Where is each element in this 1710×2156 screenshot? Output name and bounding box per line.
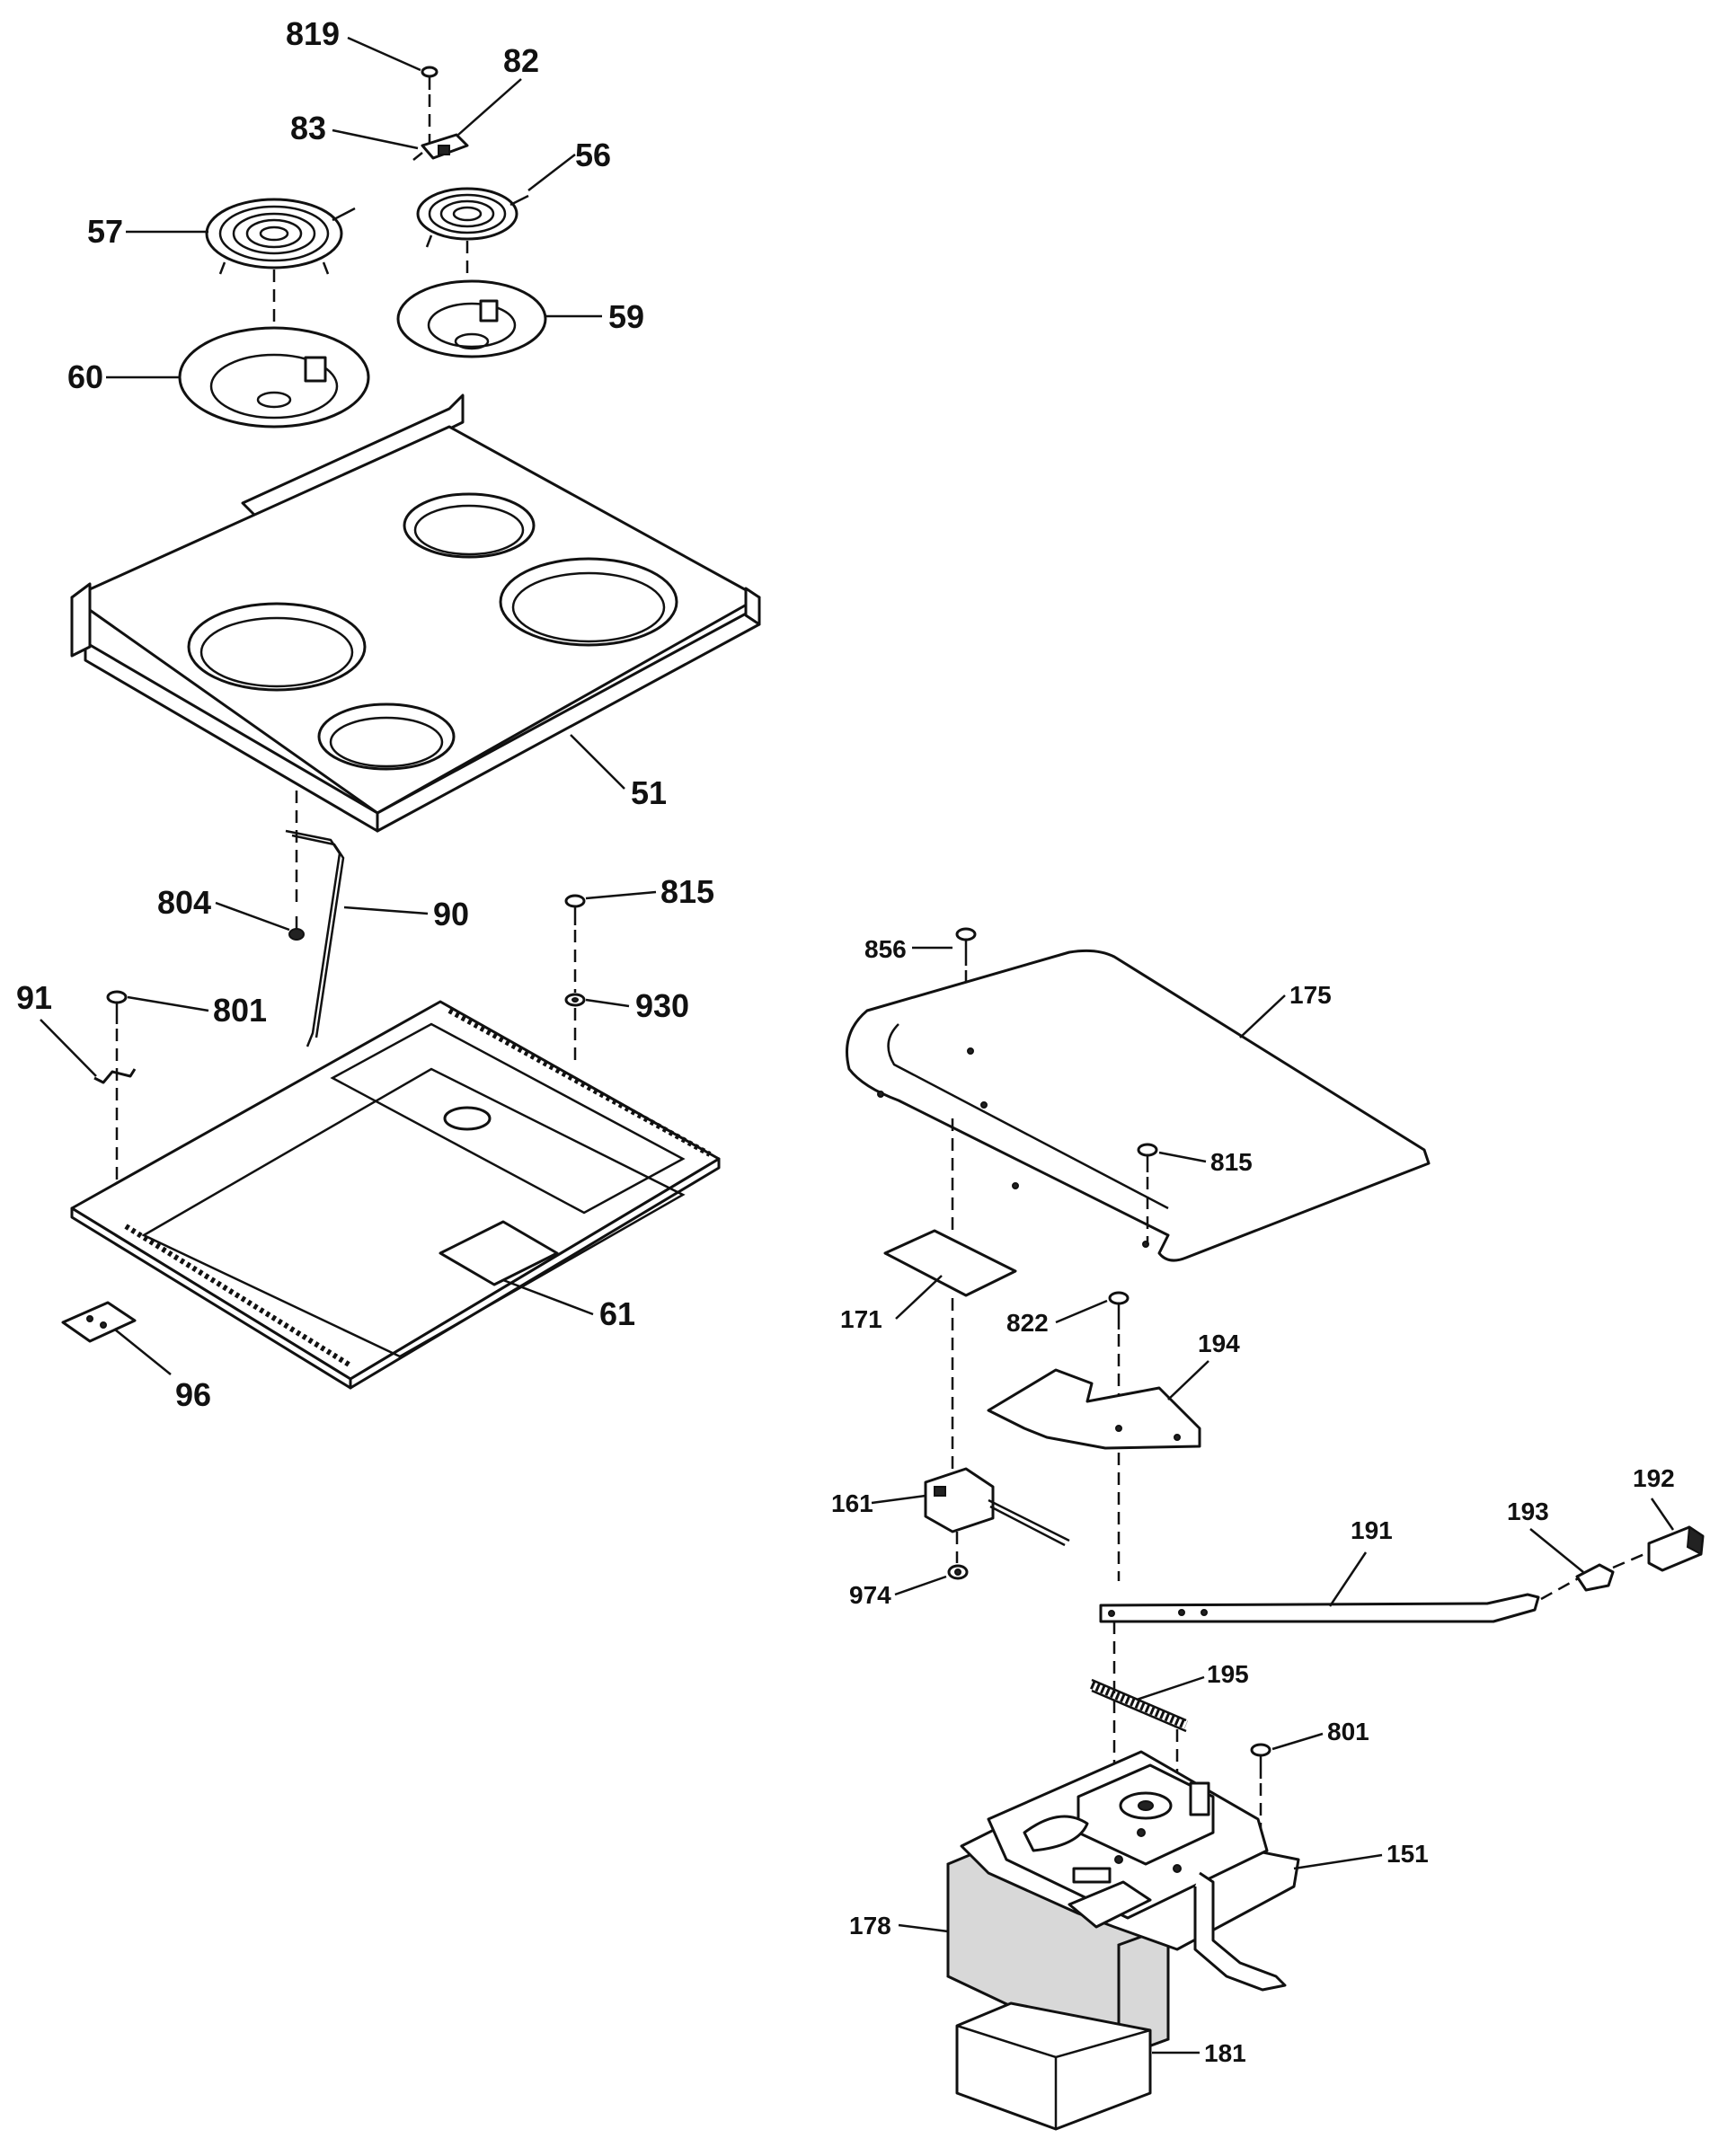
axis-193-192 (1612, 1552, 1645, 1569)
drip-pan-60 (178, 326, 370, 429)
screw-801-left (106, 990, 128, 1024)
label-90: 90 (433, 896, 469, 932)
screw-856 (955, 927, 977, 966)
label-60: 60 (67, 358, 103, 395)
screw-819 (421, 66, 439, 90)
label-819: 819 (286, 15, 340, 52)
switch-161 (924, 1467, 1070, 1547)
label-57: 57 (87, 213, 123, 250)
label-191: 191 (1351, 1516, 1393, 1544)
label-151: 151 (1387, 1840, 1429, 1868)
label-974: 974 (849, 1581, 891, 1609)
block-181 (955, 2001, 1152, 2131)
leader-lines (40, 36, 1675, 2054)
washer-930 (564, 993, 586, 1007)
terminal-block-82 (412, 133, 469, 161)
screw-801-right (1250, 1743, 1271, 1779)
screw-815-right (1137, 1143, 1158, 1172)
label-815-left: 815 (660, 873, 714, 910)
rod-90 (285, 829, 345, 1047)
surface-element-56 (416, 187, 529, 248)
label-82: 82 (503, 42, 539, 79)
label-822: 822 (1006, 1309, 1049, 1337)
clip-193 (1575, 1563, 1615, 1592)
label-815-right: 815 (1210, 1148, 1253, 1176)
label-51: 51 (631, 774, 667, 811)
lock-rod-191 (1099, 1593, 1540, 1623)
nut-974 (947, 1564, 969, 1580)
label-171: 171 (840, 1305, 882, 1333)
burner-box-61 (70, 1000, 721, 1390)
label-59: 59 (608, 298, 644, 335)
label-91: 91 (16, 979, 52, 1016)
spring-195 (1090, 1678, 1188, 1733)
surface-element-57 (205, 198, 356, 275)
label-175: 175 (1289, 981, 1332, 1009)
label-195: 195 (1207, 1660, 1249, 1688)
screw-815-left (564, 894, 586, 925)
label-178: 178 (849, 1912, 891, 1940)
clip-96 (61, 1301, 137, 1343)
screw-822 (1108, 1291, 1130, 1330)
label-181: 181 (1204, 2039, 1246, 2067)
label-96: 96 (175, 1376, 211, 1413)
label-856: 856 (864, 935, 907, 963)
label-161: 161 (831, 1489, 873, 1517)
cover-175 (846, 949, 1431, 1262)
cooktop-51 (70, 393, 761, 833)
latch-assembly-151 (960, 1750, 1300, 1992)
label-61: 61 (599, 1295, 635, 1332)
knob-192 (1647, 1525, 1705, 1572)
bracket-91 (93, 1068, 137, 1084)
label-801-left: 801 (213, 992, 267, 1029)
label-804: 804 (157, 884, 211, 921)
axis-191-193 (1540, 1575, 1582, 1601)
drip-pan-59 (396, 279, 547, 358)
part-labels: 819 82 83 56 57 59 60 51 804 90 815 930 … (16, 15, 1675, 2067)
pad-171 (883, 1229, 1017, 1297)
label-193: 193 (1507, 1498, 1549, 1525)
label-801-right: 801 (1327, 1718, 1369, 1745)
label-56: 56 (575, 137, 611, 173)
bracket-194 (987, 1368, 1201, 1450)
label-192: 192 (1633, 1464, 1675, 1492)
screw-804 (288, 916, 305, 941)
label-930: 930 (635, 987, 689, 1024)
label-194: 194 (1198, 1330, 1240, 1357)
label-83: 83 (290, 110, 326, 146)
